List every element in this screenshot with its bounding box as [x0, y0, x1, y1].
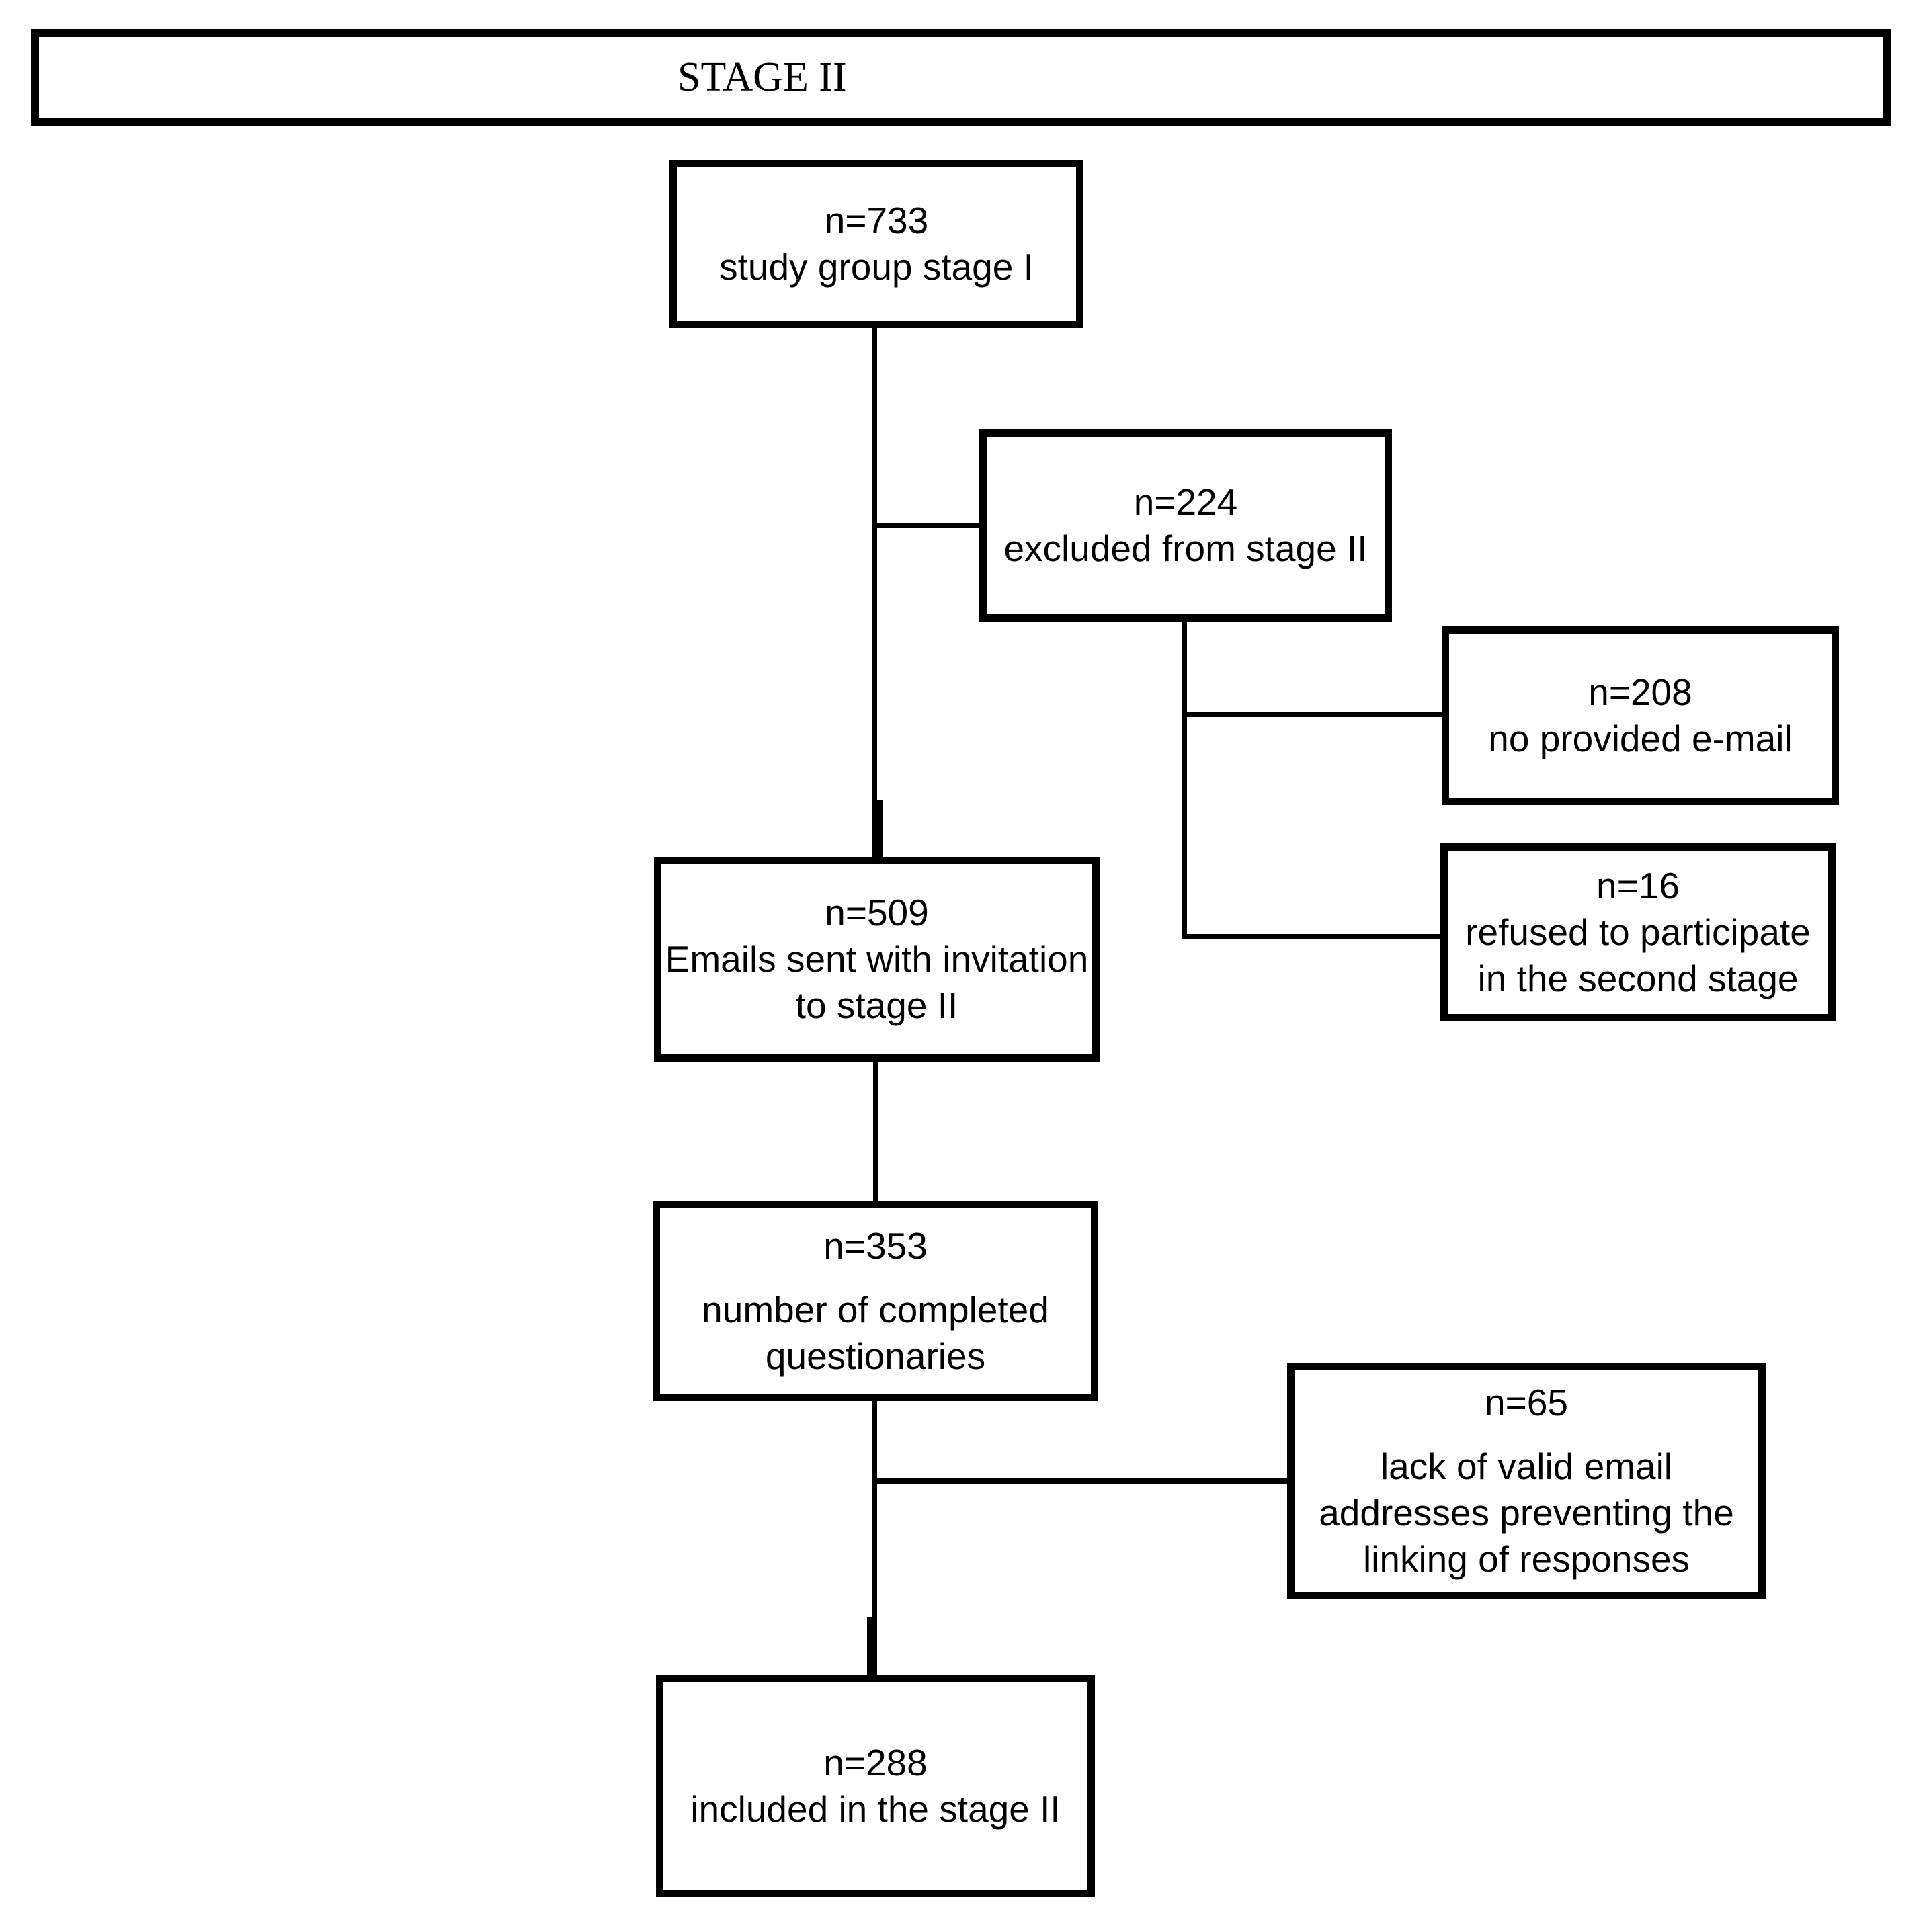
n-value: n=224: [1133, 481, 1238, 523]
box-emails-sent: n=509 Emails sent with invitation to sta…: [654, 857, 1100, 1062]
n-value: n=16: [1596, 865, 1680, 907]
box-study-group-stage1: n=733 study group stage I: [669, 160, 1083, 328]
box-invalid-email-addresses: n=65 lack of valid email addresses preve…: [1287, 1363, 1766, 1599]
box-label: addresses preventing the: [1319, 1492, 1734, 1534]
n-value: n=509: [825, 892, 929, 933]
box-label: in the second stage: [1477, 958, 1799, 999]
connector-completed-to-included: [872, 1398, 877, 1676]
connector-to-excluded-box: [872, 523, 981, 528]
n-value: n=353: [823, 1224, 928, 1267]
connector-to-invalid-email-box: [872, 1478, 1288, 1484]
box-label: linking of responses: [1362, 1538, 1690, 1580]
box-excluded-from-stage2: n=224 excluded from stage II: [979, 429, 1392, 622]
box-no-provided-email: n=208 no provided e-mail: [1442, 626, 1839, 805]
box-label: Emails sent with invitation: [665, 938, 1089, 980]
connector-excluded-vertical: [1182, 619, 1187, 939]
box-included-in-stage2: n=288 included in the stage II: [656, 1675, 1095, 1897]
box-completed-questionaries: n=353 number of completed questionaries: [653, 1201, 1098, 1401]
n-value: n=65: [1485, 1382, 1568, 1423]
box-label: refused to participate: [1465, 911, 1811, 953]
page-title: STAGE II: [678, 54, 847, 100]
box-refused-to-participate: n=16 refused to participate in the secon…: [1440, 843, 1836, 1021]
n-value: n=208: [1588, 671, 1692, 713]
box-label: excluded from stage II: [1003, 528, 1368, 569]
box-label: no provided e-mail: [1488, 718, 1793, 759]
box-label: questionaries: [765, 1335, 986, 1377]
box-label: to stage II: [795, 984, 958, 1026]
connector-emails-to-completed: [873, 1059, 878, 1202]
n-value: n=288: [823, 1741, 928, 1783]
box-label: number of completed: [702, 1288, 1049, 1331]
connector-included-stub: [867, 1617, 873, 1676]
connector-to-no-email-box: [1182, 712, 1443, 717]
n-value: n=733: [824, 200, 929, 241]
connector-to-refused-box: [1182, 934, 1442, 939]
connector-main-vertical: [872, 325, 877, 859]
box-label: included in the stage II: [690, 1788, 1061, 1830]
box-label: lack of valid email: [1380, 1445, 1673, 1487]
box-label: study group stage I: [719, 246, 1034, 288]
stage2-header-box: STAGE II: [31, 29, 1891, 126]
connector-main-vertical-stub: [876, 800, 883, 859]
